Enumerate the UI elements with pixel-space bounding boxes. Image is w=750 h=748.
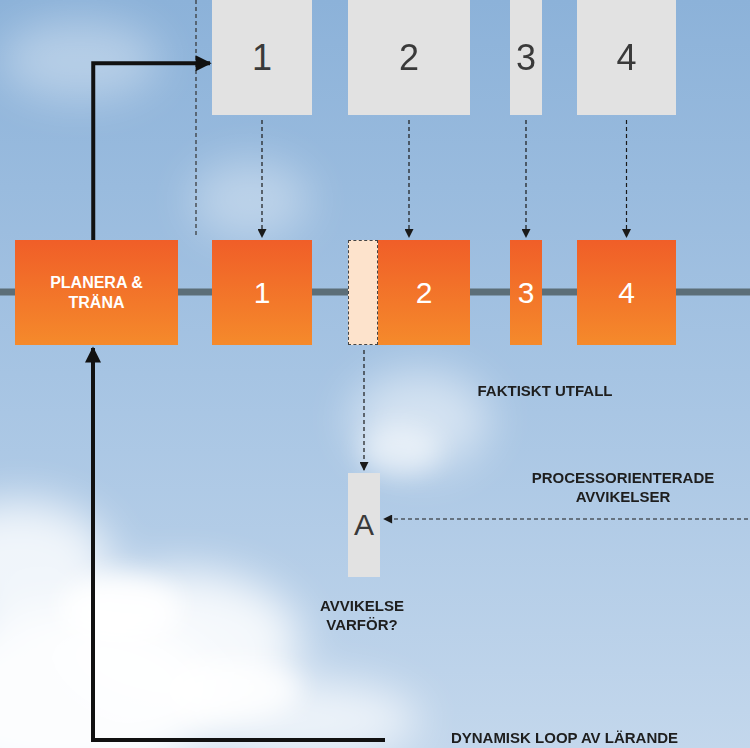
flow-arrow [525, 120, 526, 237]
flow-arrow [363, 350, 364, 470]
label-text: FAKTISKT UTFALL [478, 382, 613, 399]
plan-step: 2 [348, 0, 470, 115]
step-number: 2 [399, 36, 419, 79]
step-number: 4 [618, 275, 635, 311]
step-number: 3 [516, 36, 536, 79]
outcome-step: 1 [212, 240, 312, 345]
dashed-divider [195, 0, 196, 238]
step-number: 1 [252, 36, 272, 79]
outcome-step: 3 [510, 240, 542, 345]
step-number: 3 [518, 275, 535, 311]
plan-step: 4 [577, 0, 676, 115]
step-number: 1 [254, 275, 271, 311]
step-number: 2 [416, 275, 433, 311]
learning-loop [93, 348, 385, 740]
step-number: 4 [616, 36, 636, 79]
plan-train-box: PLANERA & TRÄNA [15, 240, 178, 345]
label-text: AVVIKELSE VARFÖR? [320, 597, 404, 633]
box-title: PLANERA & TRÄNA [47, 273, 147, 311]
flow-arrow [93, 63, 210, 240]
label-text: PROCESSORIENTERADE AVVIKELSER [532, 469, 715, 505]
deviation-box: A [348, 473, 380, 577]
step-number: A [354, 507, 374, 543]
flow-arrow [261, 120, 262, 237]
annotation-label: DYNAMISK LOOP AV LÄRANDE [392, 728, 737, 747]
deviation-arrow [384, 518, 748, 519]
label-text: DYNAMISK LOOP AV LÄRANDE [451, 729, 678, 746]
annotation-label: FAKTISKT UTFALL [420, 381, 670, 400]
flow-arrow [408, 120, 409, 237]
plan-step: 1 [212, 0, 312, 115]
outcome-step: 4 [577, 240, 676, 345]
slack-margin [348, 240, 378, 345]
annotation-label: AVVIKELSE VARFÖR? [302, 596, 422, 634]
plan-step: 3 [510, 0, 542, 115]
flow-arrow [626, 120, 627, 237]
outcome-step: 2 [348, 240, 470, 345]
annotation-label: PROCESSORIENTERADE AVVIKELSER [518, 468, 728, 506]
